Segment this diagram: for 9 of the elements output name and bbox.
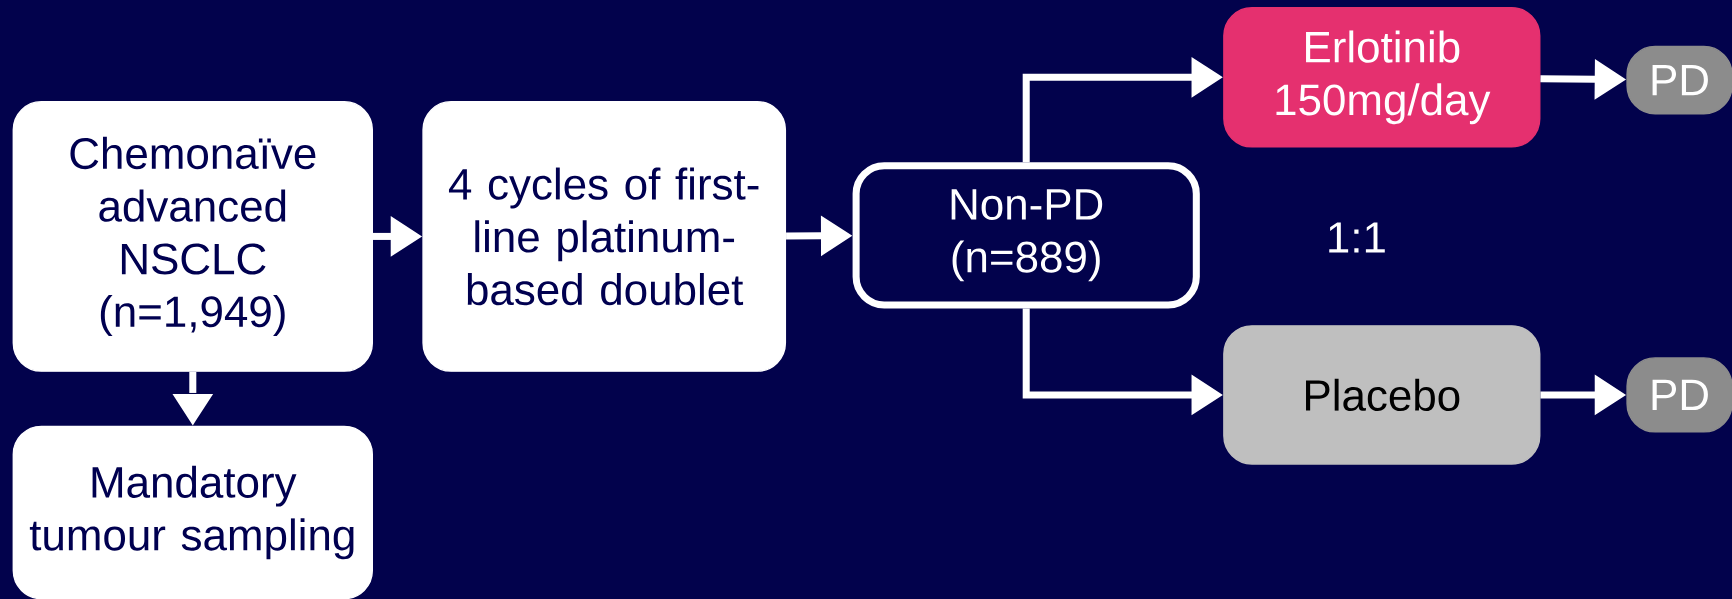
outcome-box: PD — [1626, 45, 1732, 115]
treatment-box: Erlotinib 150mg/day — [1223, 7, 1541, 148]
outcome-box: PD — [1626, 357, 1732, 433]
treatment-box: Placebo — [1223, 325, 1541, 465]
ratio-label: 1:1 — [1329, 222, 1385, 253]
process-box: Mandatory tumour sampling — [12, 425, 373, 599]
process-box: Chemonaïve advanced NSCLC (n=1,949) — [12, 100, 373, 372]
process-box: 4 cycles of first-line platinum-based doublet — [422, 100, 787, 372]
process-box: Non-PD (n=889) — [852, 162, 1200, 309]
